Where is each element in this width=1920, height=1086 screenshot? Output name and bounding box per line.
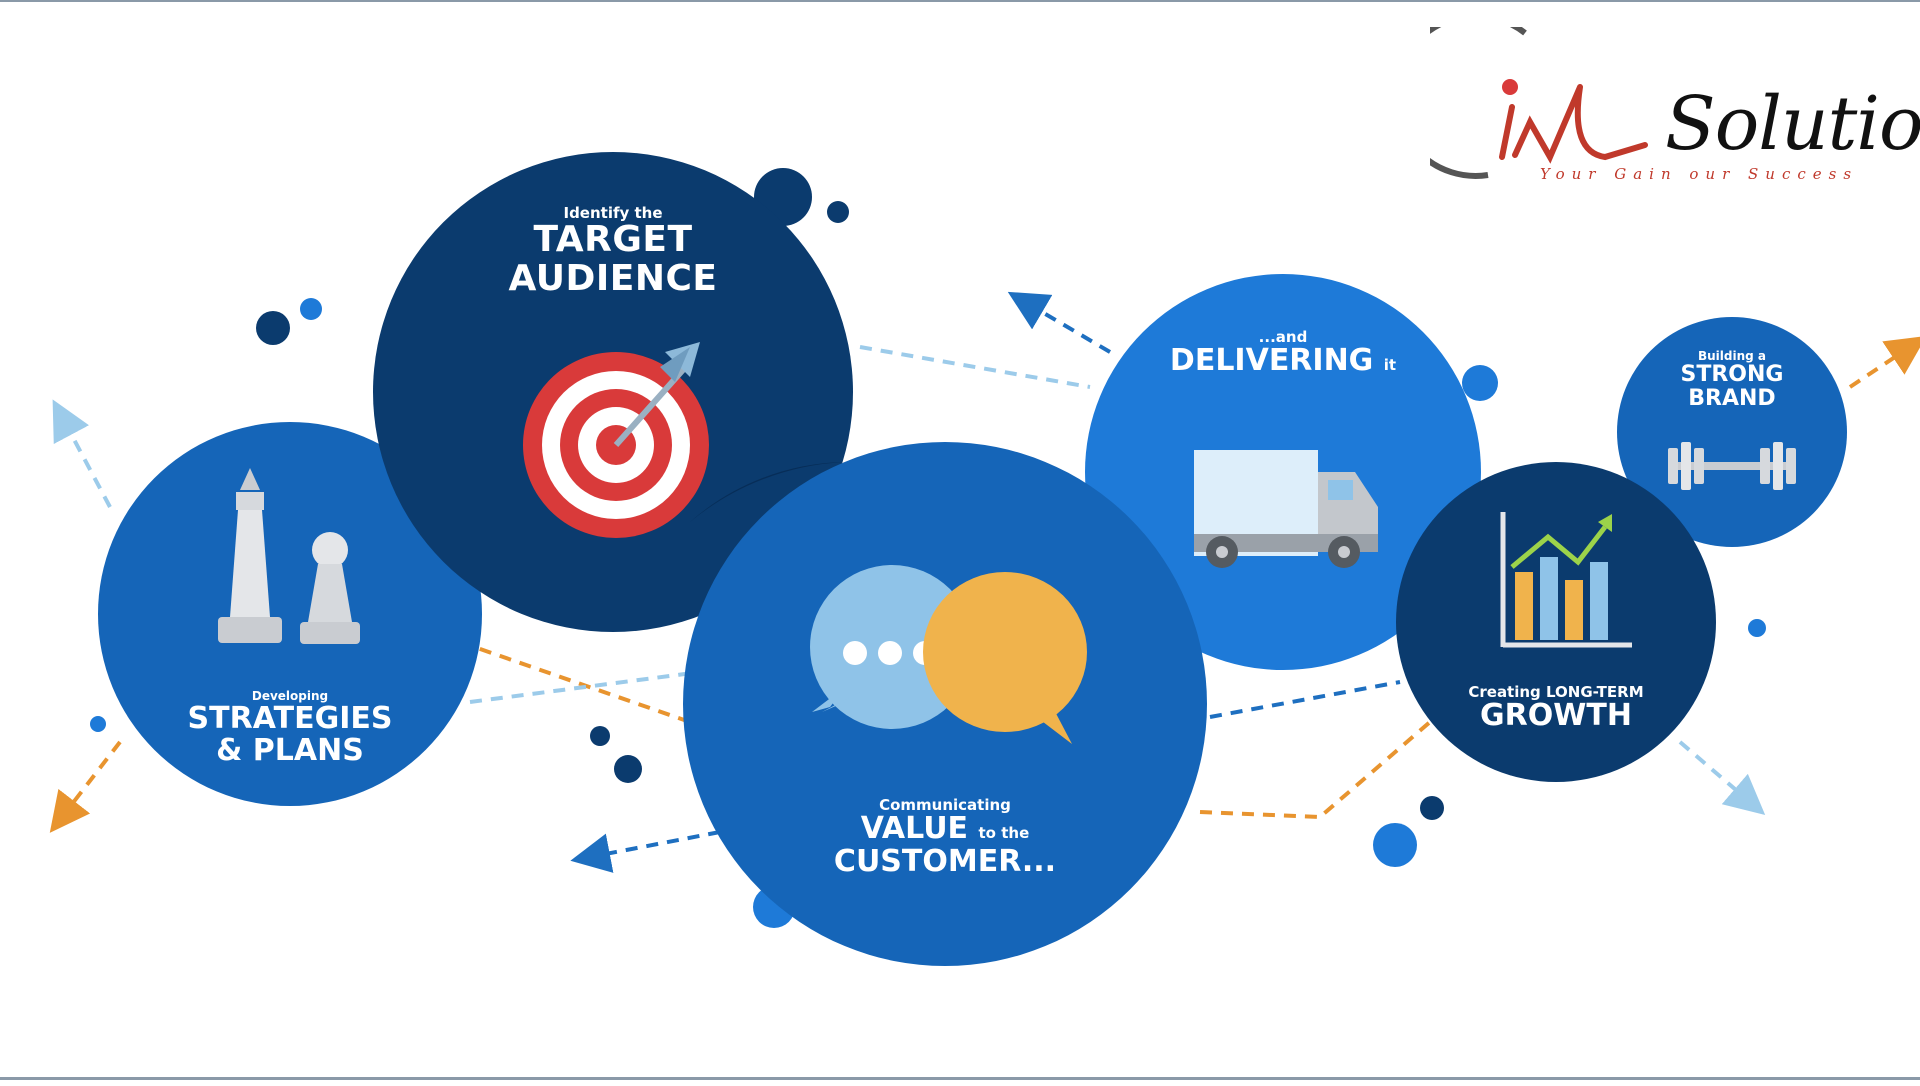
bottom-rule: [0, 1077, 1920, 1080]
delivering-word: DELIVERING: [1169, 343, 1374, 379]
value-to-the: to the: [978, 824, 1030, 843]
strategies-circle: [98, 422, 482, 806]
decorative-dots: [90, 168, 1766, 928]
growth-label: Creating LONG-TERM GROWTH: [1468, 683, 1644, 734]
value-word: VALUE: [860, 811, 969, 847]
dashed-connectors: [49, 291, 1920, 873]
strategies-label: Developing STRATEGIES & PLANS: [187, 689, 393, 769]
growth-chart-icon: [1500, 512, 1632, 648]
company-logo: Solutions Your Gain our Success: [1392, 12, 1920, 197]
chess-icon: [218, 468, 360, 644]
chat-bubbles-icon: [810, 565, 1087, 744]
delivering-suffix: it: [1383, 356, 1397, 375]
logo-word: Solutions: [1665, 81, 1920, 167]
delivering-label: ...and DELIVERING it: [1169, 328, 1397, 379]
strong-brand-label: Building a STRONG BRAND: [1680, 349, 1784, 411]
target-icon: [523, 342, 709, 538]
dumbbell-icon: [1668, 442, 1796, 490]
value-customer-label: Communicating VALUE to the CUSTOMER...: [833, 796, 1057, 879]
target-audience-label: Identify the TARGET AUDIENCE: [508, 204, 718, 300]
truck-icon: [1194, 450, 1378, 568]
strong-brand-circle: [1617, 317, 1847, 547]
logo-tagline: Your Gain our Success: [1540, 165, 1859, 183]
